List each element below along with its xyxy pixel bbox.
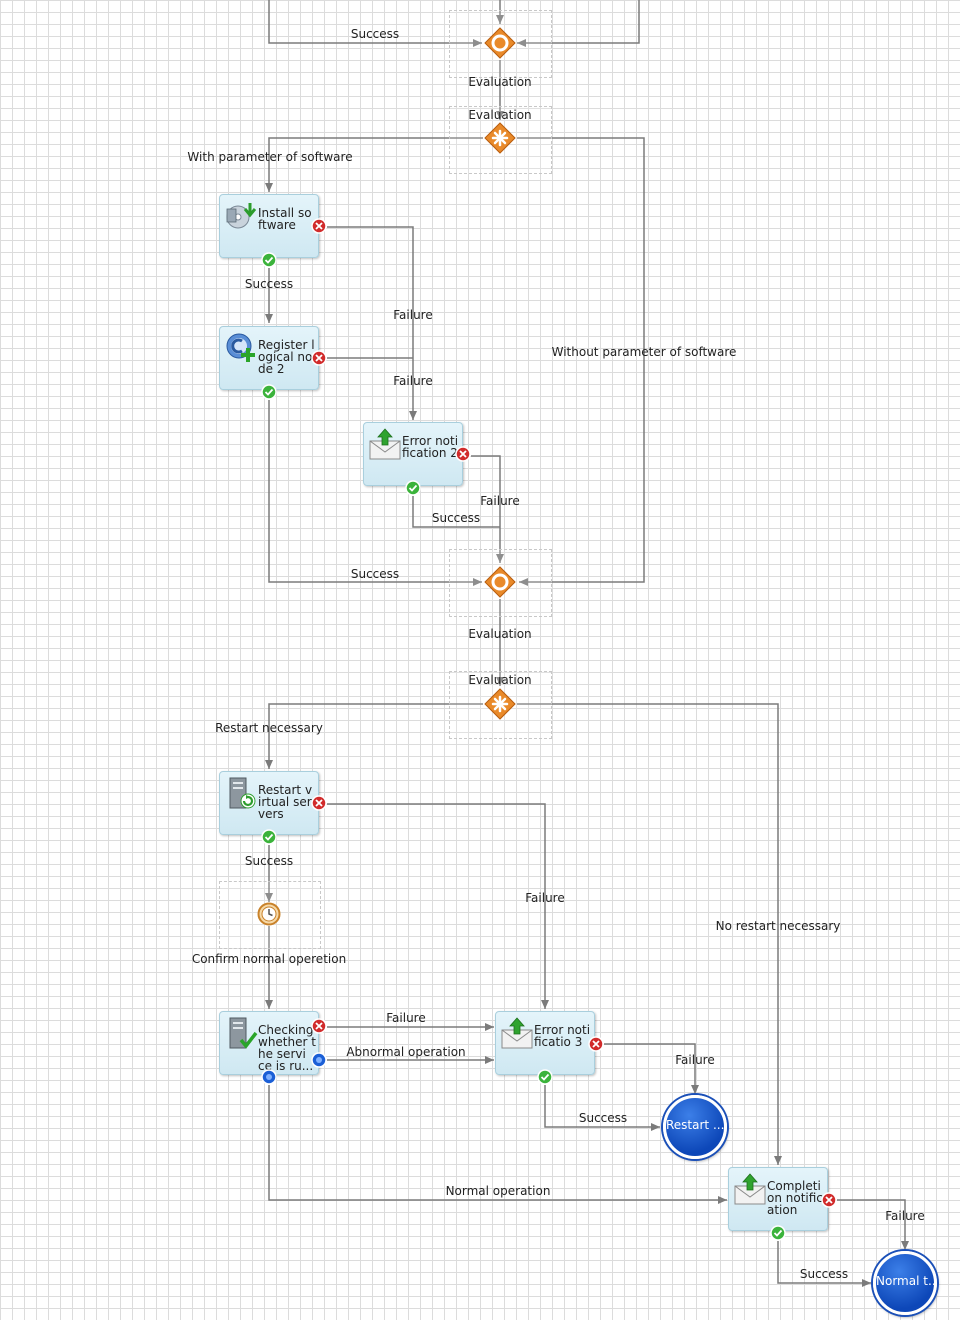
connector (604, 1043, 699, 1094)
branch-gateway-icon[interactable] (484, 122, 516, 154)
task-completion-notification[interactable]: Completi on notific ation (728, 1167, 828, 1231)
gateway-label-evaluation: Evaluation (468, 75, 532, 89)
connector (265, 703, 483, 769)
failure-port-icon[interactable] (311, 795, 327, 811)
end-node-label: Restart ... (666, 1118, 725, 1132)
edge-label-failure: Failure (525, 891, 565, 905)
edge-label-no-restart: No restart necessary (715, 919, 841, 933)
task-register-logical-node[interactable]: Register l ogical no de 2 (219, 326, 319, 390)
edge-label-success: Success (350, 567, 400, 581)
edge-label-failure: Failure (675, 1053, 715, 1067)
branch-gateway-icon[interactable] (484, 688, 516, 720)
end-node-restart[interactable]: Restart ... (663, 1095, 727, 1159)
task-label: Error noti ficatio 3 (534, 1024, 591, 1048)
connector (327, 226, 417, 420)
end-node-normal[interactable]: Normal t... (873, 1251, 937, 1315)
edge-label-without-parameter: Without parameter of software (551, 345, 737, 359)
task-error-notification-2[interactable]: Error noti fication 2 (363, 422, 463, 486)
mail-send-icon (369, 428, 401, 460)
connector (265, 137, 483, 192)
success-port-icon[interactable] (770, 1225, 786, 1241)
success-port-icon[interactable] (261, 384, 277, 400)
success-port-icon[interactable] (261, 829, 277, 845)
join-gateway-icon[interactable] (484, 27, 516, 59)
edge-label-restart-necessary: Restart necessary (215, 721, 323, 735)
mail-send-icon (501, 1017, 533, 1049)
timer-label-confirm: Confirm normal operetion (191, 952, 347, 966)
register-node-icon (226, 333, 255, 362)
failure-port-icon[interactable] (588, 1036, 604, 1052)
normal-port-icon[interactable] (261, 1069, 277, 1085)
task-checking-service[interactable]: Checking whether the servi ce is ru... (219, 1011, 319, 1075)
connector (517, 703, 782, 1165)
edge-label-abnormal: Abnormal operation (346, 1045, 466, 1059)
connector (268, 400, 482, 586)
timer-icon[interactable] (257, 902, 281, 926)
mail-send-icon (734, 1173, 766, 1205)
edge-label-success: Success (350, 27, 400, 41)
gateway-label-evaluation: Evaluation (468, 673, 532, 687)
gateway-label-evaluation: Evaluation (468, 627, 532, 641)
gateway-label-evaluation: Evaluation (468, 108, 532, 122)
task-error-notification-3[interactable]: Error noti ficatio 3 (495, 1011, 595, 1075)
install-software-icon (226, 203, 257, 229)
task-restart-virtual-servers[interactable]: Restart v irtual ser vers (219, 771, 319, 835)
join-gateway-icon[interactable] (484, 566, 516, 598)
failure-port-icon[interactable] (311, 350, 327, 366)
task-label: Register l ogical no de 2 (258, 339, 315, 375)
connector (327, 803, 549, 1009)
connector (268, 0, 482, 47)
success-port-icon[interactable] (405, 480, 421, 496)
task-install-software[interactable]: Install so ftware (219, 194, 319, 258)
abnormal-port-icon[interactable] (311, 1052, 327, 1068)
edge-label-failure: Failure (386, 1011, 426, 1025)
connector (412, 496, 500, 528)
connector (544, 1085, 660, 1131)
failure-port-icon[interactable] (311, 1018, 327, 1034)
edge-label-success: Success (244, 854, 294, 868)
edge-label-success: Success (244, 277, 294, 291)
connector (517, 0, 640, 47)
server-check-icon (229, 1017, 258, 1049)
edge-label-failure: Failure (885, 1209, 925, 1223)
edge-label-success: Success (799, 1267, 849, 1281)
restart-server-icon (229, 777, 256, 809)
connector (268, 1085, 727, 1204)
task-label: Completi on notific ation (767, 1180, 823, 1216)
success-port-icon[interactable] (537, 1069, 553, 1085)
failure-port-icon[interactable] (311, 218, 327, 234)
edge-label-success: Success (431, 511, 481, 525)
edge-label-normal-operation: Normal operation (445, 1184, 551, 1198)
task-label: Checking whether the servi ce is ru... (258, 1024, 316, 1072)
edge-label-failure: Failure (393, 308, 433, 322)
success-port-icon[interactable] (261, 252, 277, 268)
failure-port-icon[interactable] (455, 446, 471, 462)
task-label: Error noti fication 2 (402, 435, 459, 459)
edge-label-success: Success (578, 1111, 628, 1125)
connector (837, 1199, 909, 1250)
end-node-label: Normal t... (876, 1274, 937, 1288)
connector (471, 455, 504, 563)
task-label: Install so ftware (258, 207, 312, 231)
connector (777, 1241, 871, 1287)
edge-label-failure: Failure (480, 494, 520, 508)
edge-label-failure: Failure (393, 374, 433, 388)
task-label: Restart v irtual ser vers (258, 784, 313, 820)
failure-port-icon[interactable] (821, 1192, 837, 1208)
connector (517, 137, 645, 586)
edge-label-with-parameter: With parameter of software (187, 150, 353, 164)
